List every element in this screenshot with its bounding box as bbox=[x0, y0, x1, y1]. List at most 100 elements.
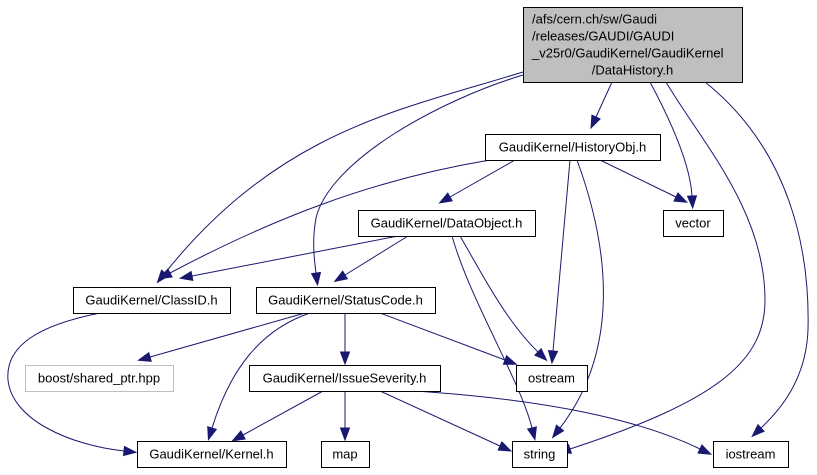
node-box[interactable] bbox=[663, 210, 724, 237]
edge-line bbox=[451, 235, 533, 429]
node-box[interactable] bbox=[73, 287, 231, 314]
node-box[interactable] bbox=[512, 441, 568, 468]
edge-root-to-iostream bbox=[704, 81, 809, 438]
node-label: GaudiKernel/IssueSeverity.h bbox=[263, 371, 427, 386]
edge-statuscode-to-issueseverity bbox=[339, 313, 351, 366]
arrowhead-icon bbox=[751, 423, 765, 438]
edge-line bbox=[704, 81, 809, 429]
node-box[interactable] bbox=[358, 210, 536, 237]
arrowhead-icon bbox=[686, 195, 698, 210]
edge-line bbox=[313, 74, 524, 274]
edge-historyobj-to-string bbox=[551, 159, 604, 439]
node-label: /afs/cern.ch/sw/Gaudi bbox=[532, 12, 657, 27]
edge-issueseverity-to-map bbox=[339, 391, 351, 442]
node-statuscode[interactable]: GaudiKernel/StatusCode.h bbox=[256, 287, 436, 314]
edge-issueseverity-to-kernel bbox=[231, 390, 324, 442]
arrowhead-icon bbox=[158, 268, 173, 280]
edge-dataobject-to-string bbox=[451, 235, 537, 442]
edge-line bbox=[191, 235, 399, 277]
edge-line bbox=[595, 81, 613, 118]
edge-line bbox=[459, 235, 539, 353]
node-label: GaudiKernel/HistoryObj.h bbox=[499, 140, 646, 155]
arrowhead-icon bbox=[673, 192, 689, 203]
node-label: vector bbox=[675, 216, 711, 231]
edge-statuscode-to-kernel bbox=[207, 312, 311, 441]
node-string[interactable]: string bbox=[512, 441, 568, 468]
node-box[interactable] bbox=[523, 7, 743, 83]
node-map[interactable]: map bbox=[321, 441, 370, 468]
edge-dataobject-to-ostream bbox=[459, 235, 548, 362]
edge-line bbox=[211, 312, 311, 429]
node-iostream[interactable]: iostream bbox=[713, 441, 789, 468]
arrowhead-icon bbox=[339, 351, 351, 366]
edge-root-to-vector bbox=[649, 81, 698, 210]
node-label: GaudiKernel/StatusCode.h bbox=[268, 293, 423, 308]
edge-issueseverity-to-iostream bbox=[414, 390, 713, 455]
node-dataobject[interactable]: GaudiKernel/DataObject.h bbox=[358, 210, 536, 237]
node-box[interactable] bbox=[321, 441, 370, 468]
arrowhead-icon bbox=[534, 347, 548, 362]
arrowhead-icon bbox=[502, 354, 518, 365]
edge-line bbox=[344, 235, 409, 276]
edge-line bbox=[149, 312, 306, 358]
arrowhead-icon bbox=[526, 426, 537, 442]
node-issueseverity[interactable]: GaudiKernel/IssueSeverity.h bbox=[249, 365, 441, 392]
arrowhead-icon bbox=[339, 427, 351, 442]
edge-line bbox=[559, 159, 604, 429]
arrowhead-icon bbox=[497, 441, 513, 452]
edge-line bbox=[7, 312, 125, 452]
node-label: _v25r0/GaudiKernel/GaudiKernel bbox=[531, 46, 724, 61]
node-boost[interactable]: boost/shared_ptr.hpp bbox=[25, 365, 174, 392]
edge-root-to-statuscode bbox=[310, 74, 524, 287]
edge-line bbox=[449, 159, 516, 198]
node-label: GaudiKernel/DataObject.h bbox=[371, 216, 523, 231]
edge-statuscode-to-boost bbox=[137, 312, 306, 362]
edge-line bbox=[379, 390, 501, 447]
node-root[interactable]: /afs/cern.ch/sw/Gaudi/releases/GAUDI/GAU… bbox=[523, 7, 743, 83]
edge-historyobj-to-classid bbox=[158, 159, 491, 280]
arrowhead-icon bbox=[697, 444, 713, 455]
node-label: /DataHistory.h bbox=[592, 63, 673, 78]
node-label: map bbox=[332, 447, 357, 462]
edge-line bbox=[164, 71, 524, 274]
node-label: GaudiKernel/ClassID.h bbox=[85, 293, 217, 308]
edge-line bbox=[599, 159, 677, 198]
arrowhead-icon bbox=[310, 271, 322, 287]
node-box[interactable] bbox=[249, 365, 441, 392]
node-box[interactable] bbox=[713, 441, 789, 468]
arrowhead-icon bbox=[231, 430, 246, 442]
node-box[interactable] bbox=[25, 365, 174, 392]
arrowhead-icon bbox=[590, 114, 601, 130]
node-label: iostream bbox=[726, 447, 776, 462]
node-label: string bbox=[524, 447, 556, 462]
node-label: GaudiKernel/Kernel.h bbox=[149, 447, 273, 462]
node-classid[interactable]: GaudiKernel/ClassID.h bbox=[73, 287, 231, 314]
node-historyobj[interactable]: GaudiKernel/HistoryObj.h bbox=[485, 134, 661, 161]
edge-line bbox=[552, 159, 571, 352]
node-kernel[interactable]: GaudiKernel/Kernel.h bbox=[137, 441, 287, 468]
nodes-layer: /afs/cern.ch/sw/Gaudi/releases/GAUDI/GAU… bbox=[25, 7, 789, 468]
node-ostream[interactable]: ostream bbox=[516, 365, 588, 392]
edge-historyobj-to-ostream bbox=[547, 159, 571, 365]
node-label: boost/shared_ptr.hpp bbox=[38, 371, 160, 386]
edge-root-to-historyobj bbox=[590, 81, 613, 130]
node-box[interactable] bbox=[485, 134, 661, 161]
arrowhead-icon bbox=[137, 351, 152, 362]
edge-dataobject-to-statuscode bbox=[333, 235, 409, 283]
node-box[interactable] bbox=[516, 365, 588, 392]
arrowhead-icon bbox=[178, 270, 194, 282]
edge-historyobj-to-dataobject bbox=[438, 159, 516, 204]
node-box[interactable] bbox=[137, 441, 287, 468]
node-vector[interactable]: vector bbox=[663, 210, 724, 237]
node-label: ostream bbox=[528, 371, 575, 386]
arrowhead-icon bbox=[547, 350, 559, 365]
arrowhead-icon bbox=[122, 445, 138, 457]
edge-issueseverity-to-string bbox=[379, 390, 513, 452]
edge-line bbox=[569, 81, 766, 450]
arrowhead-icon bbox=[333, 270, 349, 283]
edge-classid-to-kernel bbox=[7, 312, 138, 457]
edges-layer bbox=[7, 71, 809, 457]
edge-line bbox=[414, 390, 701, 450]
edge-line bbox=[242, 390, 324, 436]
node-box[interactable] bbox=[256, 287, 436, 314]
